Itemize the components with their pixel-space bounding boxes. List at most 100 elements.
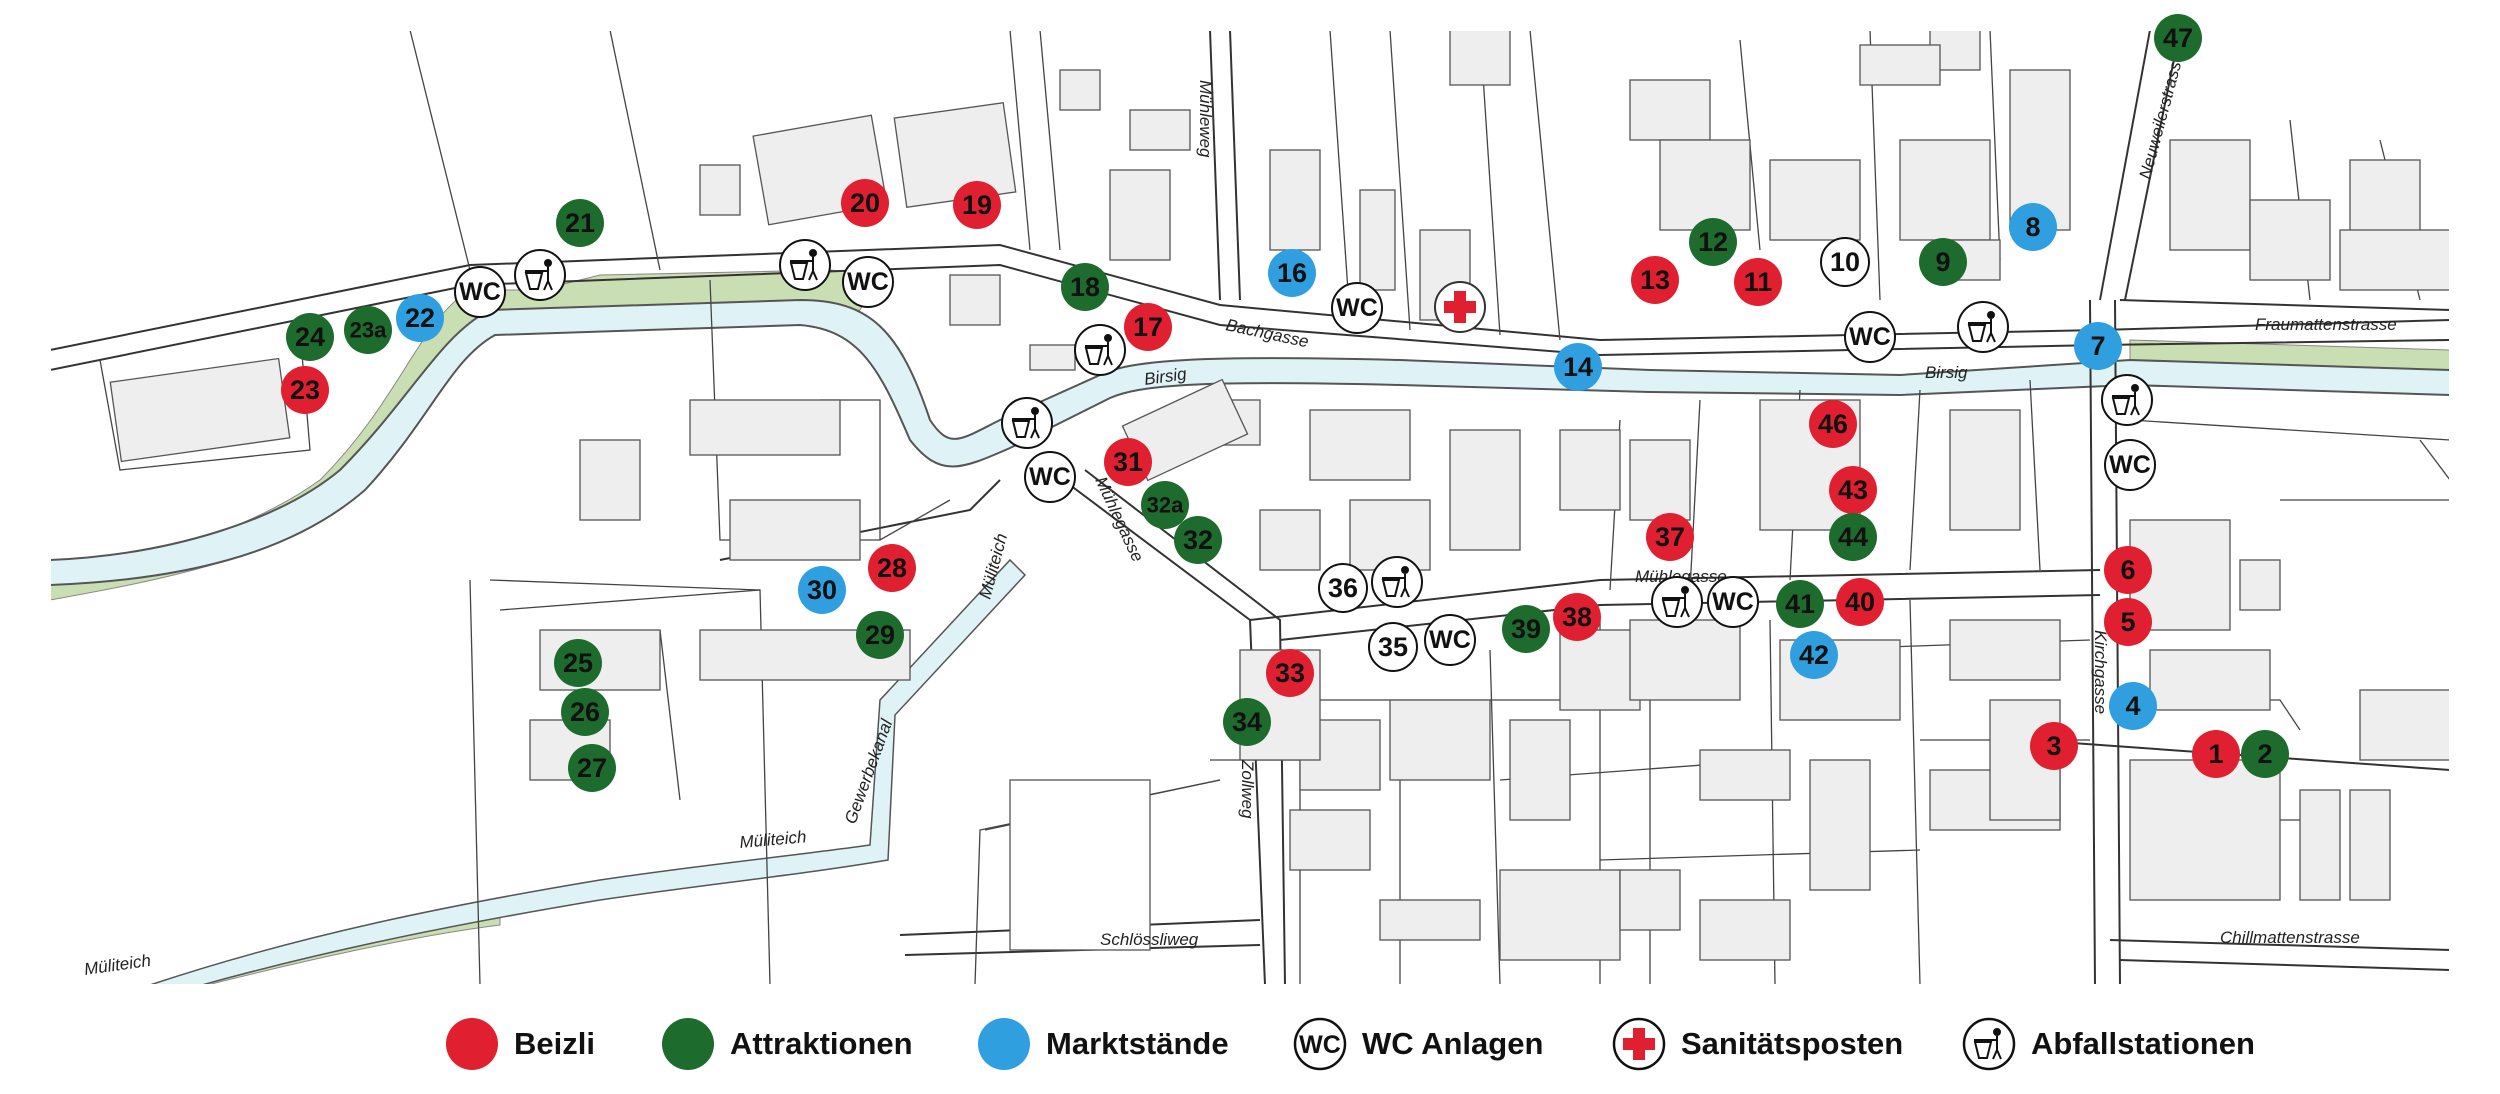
waste-station-marker[interactable] (1001, 397, 1053, 449)
waste-station-marker[interactable] (2101, 374, 2153, 426)
svg-text:3: 3 (2046, 731, 2061, 761)
wc-marker[interactable]: WC (454, 266, 506, 318)
marker-25[interactable]: 25 (554, 639, 602, 687)
marker-27[interactable]: 27 (568, 744, 616, 792)
waste-bin-icon (1381, 566, 1410, 598)
marker-33[interactable]: 33 (1266, 649, 1314, 697)
wc-icon: WC (1336, 294, 1378, 322)
marker-22[interactable]: 22 (396, 294, 444, 342)
marker-8[interactable]: 8 (2009, 203, 2057, 251)
waste-bin-icon (789, 249, 818, 281)
red-dot-icon (446, 1018, 498, 1070)
svg-text:39: 39 (1511, 614, 1541, 644)
marker-38[interactable]: 38 (1553, 593, 1601, 641)
svg-text:41: 41 (1785, 589, 1815, 619)
marker-40[interactable]: 40 (1836, 578, 1884, 626)
waste-station-marker[interactable] (779, 239, 831, 291)
svg-text:19: 19 (962, 190, 992, 220)
marker-4[interactable]: 4 (2109, 682, 2157, 730)
waste-station-marker[interactable] (1371, 556, 1423, 608)
marker-10[interactable]: 10 (1820, 237, 1870, 287)
wc-icon: WC (459, 278, 501, 306)
marker-46[interactable]: 46 (1809, 400, 1857, 448)
marker-30[interactable]: 30 (798, 566, 846, 614)
marker-29[interactable]: 29 (856, 611, 904, 659)
marker-21[interactable]: 21 (556, 199, 604, 247)
marker-32[interactable]: 32 (1174, 516, 1222, 564)
mueliteich-canal (149, 558, 1027, 985)
svg-text:40: 40 (1845, 587, 1875, 617)
marker-3[interactable]: 3 (2030, 722, 2078, 770)
waste-station-marker[interactable] (1074, 324, 1126, 376)
marker-2[interactable]: 2 (2241, 730, 2289, 778)
street-label: Chillmattenstrasse (2220, 928, 2360, 947)
wc-icon: WC (1299, 1031, 1341, 1059)
marker-20[interactable]: 20 (841, 179, 889, 227)
festival-map[interactable]: Mühleweg Neuweilerstrasse Bachgasse Frau… (0, 0, 2500, 1000)
svg-text:8: 8 (2025, 212, 2040, 242)
marker-42[interactable]: 42 (1790, 631, 1838, 679)
sanitaetsposten-marker[interactable] (1434, 281, 1486, 333)
svg-text:6: 6 (2120, 555, 2135, 585)
marker-18[interactable]: 18 (1061, 263, 1109, 311)
marker-16[interactable]: 16 (1268, 249, 1316, 297)
svg-text:23: 23 (290, 375, 320, 405)
marker-41[interactable]: 41 (1776, 580, 1824, 628)
wc-marker[interactable]: WC (1024, 451, 1076, 503)
marker-23[interactable]: 23 (281, 366, 329, 414)
waste-bin-icon (2111, 384, 2140, 416)
marker-14[interactable]: 14 (1554, 343, 1602, 391)
marker-5[interactable]: 5 (2104, 598, 2152, 646)
svg-text:13: 13 (1640, 265, 1670, 295)
marker-43[interactable]: 43 (1829, 466, 1877, 514)
street-label: Fraumattenstrasse (2255, 315, 2397, 334)
marker-47[interactable]: 47 (2154, 14, 2202, 62)
svg-text:47: 47 (2163, 23, 2193, 53)
wc-marker[interactable]: WC (1844, 311, 1896, 363)
wc-marker[interactable]: WC (842, 256, 894, 308)
marker-6[interactable]: 6 (2104, 546, 2152, 594)
marker-1[interactable]: 1 (2192, 730, 2240, 778)
marker-37[interactable]: 37 (1646, 513, 1694, 561)
street-label: Zollweg (1238, 759, 1257, 819)
marker-23a[interactable]: 23a (344, 306, 392, 354)
marker-11[interactable]: 11 (1734, 258, 1782, 306)
wc-marker[interactable]: WC (1424, 614, 1476, 666)
svg-text:16: 16 (1277, 258, 1307, 288)
wc-icon: WC (1849, 323, 1891, 351)
legend-label: Attraktionen (730, 1026, 913, 1061)
marker-35[interactable]: 35 (1368, 622, 1418, 672)
svg-text:12: 12 (1698, 227, 1728, 257)
legend-item-beizli: Beizli (444, 1014, 595, 1074)
wc-icon: WC (1029, 463, 1071, 491)
marker-44[interactable]: 44 (1829, 513, 1877, 561)
waste-station-marker[interactable] (1651, 576, 1703, 628)
red-cross-icon (1612, 1017, 1666, 1071)
marker-19[interactable]: 19 (953, 181, 1001, 229)
street-label: Schlössliweg (1100, 930, 1199, 949)
wc-marker[interactable]: WC (1331, 282, 1383, 334)
wc-icon: WC (2109, 451, 2151, 479)
marker-9[interactable]: 9 (1919, 238, 1967, 286)
wc-marker[interactable]: WC (1707, 576, 1759, 628)
marker-39[interactable]: 39 (1502, 605, 1550, 653)
wc-marker[interactable]: WC (2104, 439, 2156, 491)
marker-28[interactable]: 28 (868, 544, 916, 592)
waste-station-marker[interactable] (1957, 301, 2009, 353)
number-markers: 1 2 3 4 5 6 7 8 9 10 11 12 13 14 16 17 1… (281, 14, 2289, 792)
marker-26[interactable]: 26 (561, 688, 609, 736)
marker-31[interactable]: 31 (1104, 438, 1152, 486)
marker-17[interactable]: 17 (1124, 303, 1172, 351)
svg-text:31: 31 (1113, 447, 1143, 477)
waste-station-marker[interactable] (514, 249, 566, 301)
marker-12[interactable]: 12 (1689, 218, 1737, 266)
marker-24[interactable]: 24 (286, 313, 334, 361)
marker-36[interactable]: 36 (1318, 563, 1368, 613)
wc-icon: WC (1712, 588, 1754, 616)
marker-34[interactable]: 34 (1223, 698, 1271, 746)
svg-text:32: 32 (1183, 525, 1213, 555)
marker-7[interactable]: 7 (2074, 322, 2122, 370)
marker-32a[interactable]: 32a (1141, 481, 1189, 529)
marker-13[interactable]: 13 (1631, 256, 1679, 304)
svg-text:2: 2 (2257, 739, 2272, 769)
